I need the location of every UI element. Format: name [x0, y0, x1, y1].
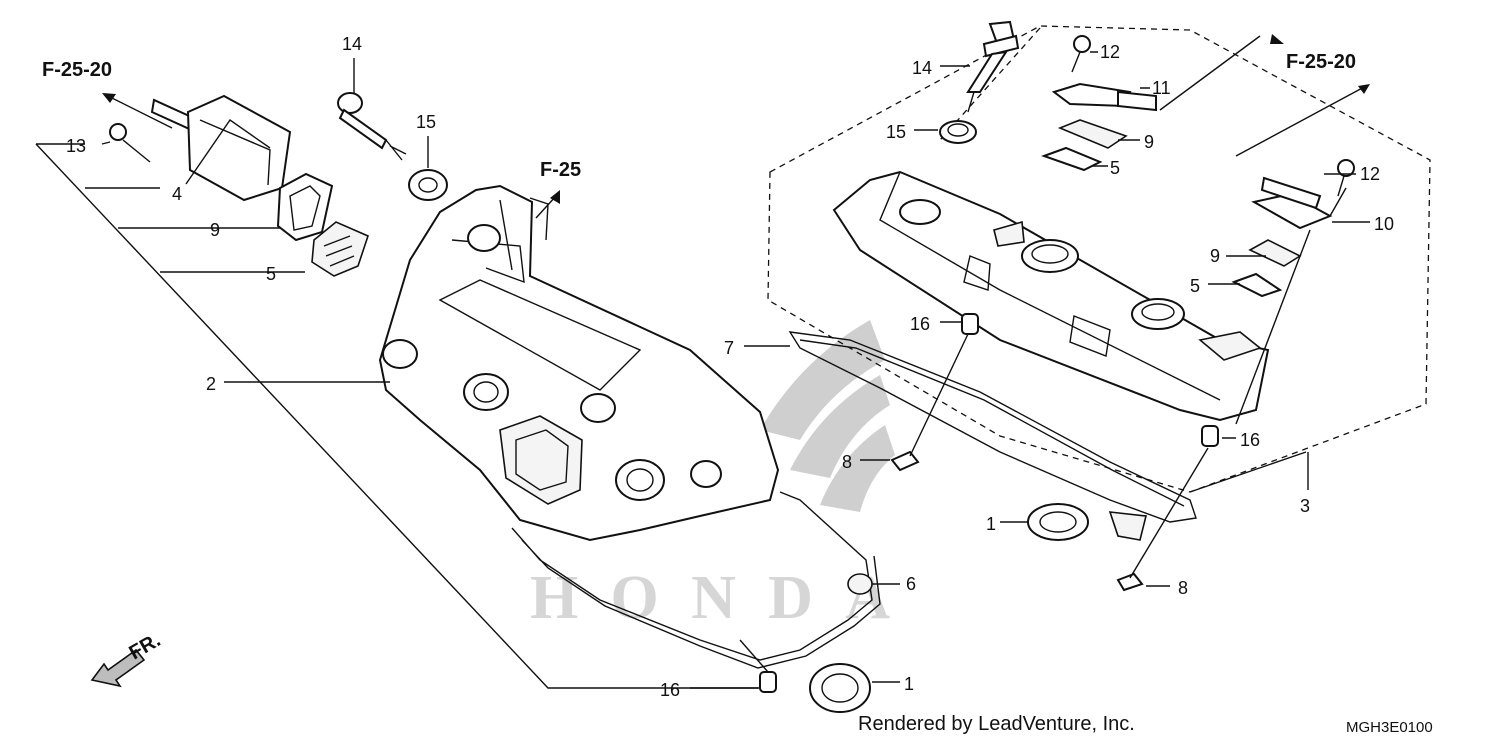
center-ref-arrowhead [550, 190, 560, 204]
part-16-dowel-right-upper [961, 313, 979, 335]
part-9-gasket-right-upper [1057, 119, 1128, 149]
label-2: 2 [206, 374, 216, 394]
ref-right: F-25-20 [1286, 51, 1356, 73]
part-1-ring-right [1027, 503, 1089, 541]
label-1-left: 1 [904, 674, 914, 694]
label-10: 10 [1374, 214, 1394, 234]
honda-wing-logo [760, 320, 895, 512]
part-12-bolt-upper [1071, 35, 1091, 73]
label-11: 11 [1152, 78, 1171, 98]
label-15-left: 15 [416, 112, 436, 132]
part-5-reed [311, 221, 369, 277]
label-13: 13 [66, 136, 86, 156]
part-4-breather [150, 94, 292, 202]
label-1-right: 1 [986, 514, 996, 534]
part-3-boss [1108, 511, 1147, 541]
label-16-left: 16 [660, 680, 680, 700]
label-4: 4 [172, 184, 182, 204]
right-ref-arrow-line2 [1235, 85, 1367, 157]
part-2-head-cover [378, 184, 780, 542]
label-15-right: 15 [886, 122, 906, 142]
label-6: 6 [906, 574, 916, 594]
part-14-stud-right [966, 20, 1020, 113]
label-12-upper: 12 [1100, 42, 1120, 62]
front-arrow [90, 648, 146, 688]
label-9-left: 9 [210, 220, 220, 240]
label-12-lower: 12 [1360, 164, 1380, 184]
part-13-bolt [101, 123, 151, 163]
part-8-cap-lower [1116, 572, 1144, 592]
part-1-ring-left [809, 663, 871, 713]
part-16-dowel-left [739, 639, 777, 693]
ref-left: F-25-20 [42, 59, 112, 81]
right-leaders [744, 51, 1370, 587]
left-bracket-lines [35, 143, 760, 689]
part-15-seal-right [939, 120, 977, 144]
part-15-seal [408, 136, 448, 201]
honda-watermark-text: HONDA [530, 564, 890, 632]
label-9-right-lower: 9 [1210, 246, 1220, 266]
left-ref-arrow [107, 95, 173, 129]
right-ref-arrowhead-bottom [1358, 84, 1370, 94]
label-5-left: 5 [266, 264, 276, 284]
part-16-dowel-right-lower [1201, 425, 1219, 447]
part-6-gasket [511, 491, 881, 669]
label-8-upper: 8 [842, 452, 852, 472]
part-10-pipe [1251, 176, 1333, 230]
credit-text: Rendered by LeadVenture, Inc. [858, 713, 1135, 735]
left-ref-arrowhead [102, 93, 116, 103]
part-8-cap-upper [890, 450, 920, 472]
part-5-reed-right-lower [1231, 272, 1283, 298]
part-7-gasket [788, 331, 1197, 523]
label-14-left: 14 [342, 34, 362, 54]
part-12-bolt-lower [1337, 159, 1355, 197]
right-ref-arrowhead-top [1270, 34, 1284, 44]
part-5-reed-right-upper [1041, 146, 1103, 172]
right-assembly [744, 20, 1431, 592]
part-11-pipe [1051, 82, 1157, 112]
part-3-head-cover [832, 170, 1270, 422]
label-14-right: 14 [912, 58, 932, 78]
label-16-right-upper: 16 [910, 314, 930, 334]
label-9-right-upper: 9 [1144, 132, 1154, 152]
center-ref-arrow [535, 195, 557, 219]
right-ref-arrow-line [1159, 35, 1261, 111]
part-9-gasket [276, 172, 334, 242]
label-5-right-lower: 5 [1190, 276, 1200, 296]
label-8-lower: 8 [1178, 578, 1188, 598]
label-16-right-lower: 16 [1240, 430, 1260, 450]
left-assembly [35, 58, 900, 713]
part-6-grommet [847, 573, 873, 595]
part-14-stud [337, 60, 407, 161]
label-3: 3 [1300, 496, 1310, 516]
ref-center: F-25 [540, 159, 581, 181]
diagram-code: MGH3E0100 [1346, 719, 1433, 736]
part-9-gasket-right-lower [1248, 239, 1302, 267]
label-7: 7 [724, 338, 734, 358]
label-5-right-upper: 5 [1110, 158, 1120, 178]
callout-labels: 13 4 9 5 14 15 2 16 6 1 14 12 11 15 9 5 … [66, 34, 1394, 700]
